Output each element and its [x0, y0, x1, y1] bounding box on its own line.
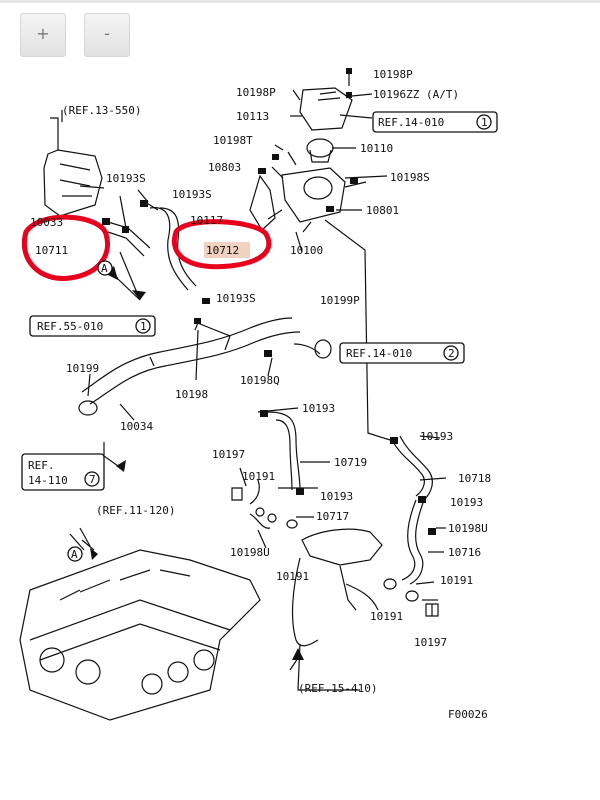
hose-10712-part [149, 207, 189, 291]
part-10193S-a: 10193S [106, 172, 146, 185]
part-10716: 10716 [448, 546, 481, 559]
part-10712: 10712 [206, 244, 239, 257]
part-10717: 10717 [316, 510, 349, 523]
circle-a-label-1: A [101, 262, 108, 275]
bypass-pipe-10717-part [301, 528, 383, 566]
part-10193S-c: 10193S [216, 292, 256, 305]
part-10198P-top: 10198P [373, 68, 413, 81]
ref-11-120-label: (REF.11-120) [96, 504, 175, 517]
ref-14-010-2-label: REF.14-010 [346, 347, 412, 360]
part-10197-a: 10197 [212, 448, 245, 461]
part-10191-d: 10191 [370, 610, 403, 623]
hose-10719-part [267, 411, 301, 491]
top-border [0, 0, 600, 3]
ref-15-410-label: (REF.15-410) [298, 682, 377, 695]
part-10718: 10718 [458, 472, 491, 485]
o-ring-10199-part [78, 400, 98, 416]
highlight-circle-10712 [171, 219, 272, 270]
part-10198T: 10198T [213, 134, 253, 147]
ref-14-010-1-number: 1 [481, 116, 488, 129]
ref-14-010-1-label: REF.14-010 [378, 116, 444, 129]
thermostat-housing-part [281, 167, 346, 223]
part-10193-b: 10193 [420, 430, 453, 443]
part-10198: 10198 [175, 388, 208, 401]
part-10711: 10711 [35, 244, 68, 257]
part-10199P: 10199P [320, 294, 360, 307]
reservoir-tank-part [43, 149, 103, 217]
ref-55-010-number: 1 [140, 320, 147, 333]
water-outlet-detail [317, 91, 341, 101]
part-10199: 10199 [66, 362, 99, 375]
bracket-10117-part [249, 174, 276, 231]
circle-a-label-2: A [71, 548, 78, 561]
part-10193-a: 10193 [302, 402, 335, 415]
part-10198P: 10198P [236, 86, 276, 99]
part-10198U-a: 10198U [448, 522, 488, 535]
part-10801: 10801 [366, 204, 399, 217]
part-10193-d: 10193 [450, 496, 483, 509]
part-10191-a: 10191 [242, 470, 275, 483]
part-10198U-b: 10198U [230, 546, 270, 559]
water-pipe-10034-part [81, 317, 293, 393]
part-10197-b: 10197 [414, 636, 447, 649]
part-10198S: 10198S [390, 171, 430, 184]
part-10193-c: 10193 [320, 490, 353, 503]
ref-14-110-label-b: 14-110 [28, 474, 68, 487]
part-10117: 10117 [190, 214, 223, 227]
part-10719: 10719 [334, 456, 367, 469]
zoom-in-button[interactable]: + [20, 13, 66, 57]
pipe-10716-part [401, 499, 417, 581]
ref-14-010-2-number: 2 [448, 347, 455, 360]
ref-14-110-number: 7 [89, 473, 96, 486]
part-10191-b: 10191 [276, 570, 309, 583]
ref-14-110-label-a: REF. [28, 459, 55, 472]
label-10712-background [204, 242, 250, 258]
part-10193S-b: 10193S [172, 188, 212, 201]
hose-10718-part [391, 439, 425, 497]
zoom-out-button[interactable]: - [84, 13, 130, 57]
part-10113: 10113 [236, 110, 269, 123]
part-10196ZZ: 10196ZZ (A/T) [373, 88, 459, 101]
part-10034: 10034 [120, 420, 153, 433]
figure-number: F00026 [448, 708, 488, 721]
water-outlet-part [299, 87, 353, 131]
highlight-circle-10711 [21, 214, 110, 281]
part-10033-partial: 10033 [30, 216, 63, 229]
ref-55-010-label: REF.55-010 [37, 320, 103, 333]
engine-head-part [19, 549, 261, 721]
part-10191-c: 10191 [440, 574, 473, 587]
part-10100: 10100 [290, 244, 323, 257]
part-10110: 10110 [360, 142, 393, 155]
part-10803: 10803 [208, 161, 241, 174]
ref-13-550-label: (REF.13-550) [62, 104, 141, 117]
part-10198Q: 10198Q [240, 374, 280, 387]
